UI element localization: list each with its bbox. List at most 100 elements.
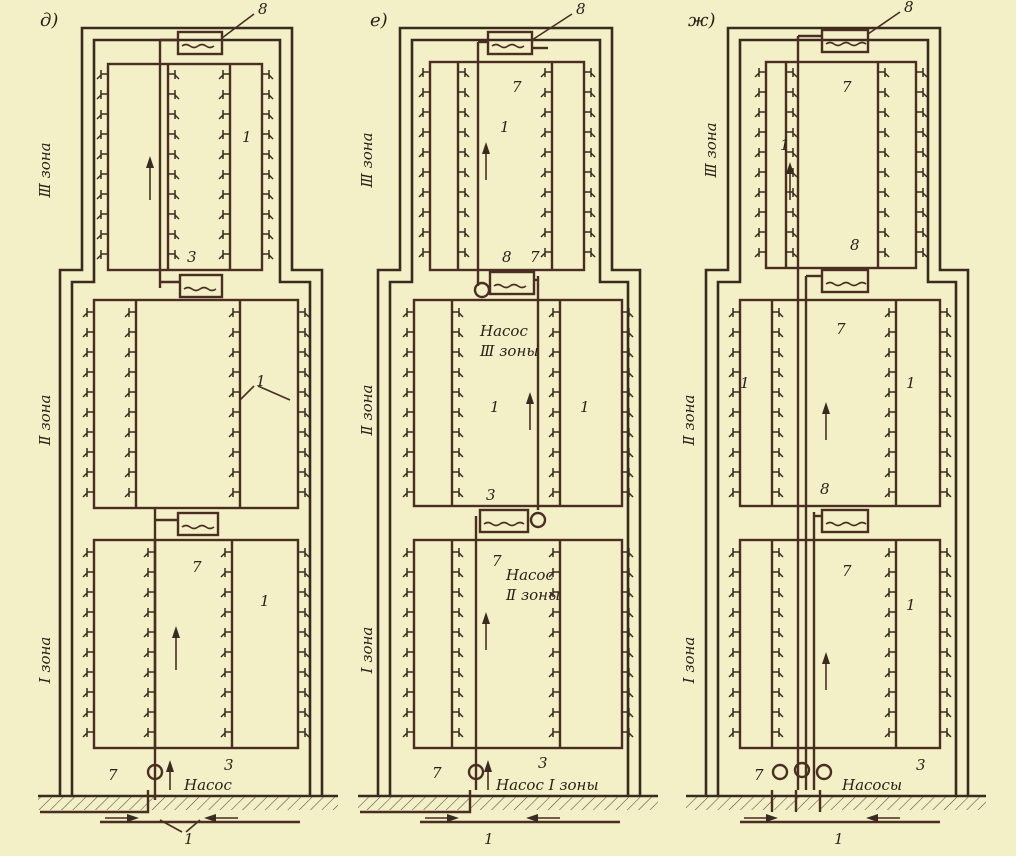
tap-fixture bbox=[220, 648, 232, 658]
tap-fixture bbox=[124, 348, 136, 358]
tap-fixture bbox=[772, 648, 784, 658]
zone-label: Ⅲ зона bbox=[702, 122, 720, 178]
tap-fixture bbox=[418, 108, 430, 118]
tap-fixture bbox=[940, 568, 952, 578]
tap-fixture bbox=[728, 608, 740, 618]
tap-fixture bbox=[884, 708, 896, 718]
flow-arrow bbox=[172, 626, 180, 670]
tap-fixture bbox=[168, 90, 180, 100]
panel-letter: ж) bbox=[688, 10, 715, 31]
tap-fixture bbox=[884, 428, 896, 438]
tap-fixture bbox=[96, 90, 108, 100]
callout: 3 bbox=[187, 248, 197, 266]
tap-fixture bbox=[418, 188, 430, 198]
tap-fixture bbox=[772, 608, 784, 618]
tap-fixture bbox=[622, 388, 634, 398]
building-outline bbox=[376, 26, 642, 795]
tap-fixture bbox=[452, 308, 464, 318]
tap-fixture bbox=[218, 110, 230, 120]
tap-fixture bbox=[548, 428, 560, 438]
tap-fixture bbox=[754, 128, 766, 138]
tap-fixture bbox=[622, 628, 634, 638]
tap-fixture bbox=[772, 448, 784, 458]
tap-fixture bbox=[458, 128, 470, 138]
tap-fixture bbox=[540, 68, 552, 78]
tap-fixture bbox=[728, 348, 740, 358]
tap-fixture bbox=[940, 728, 952, 738]
tap-fixture bbox=[878, 128, 890, 138]
panel-zh: ж) bbox=[680, 0, 986, 848]
tap-fixture bbox=[754, 88, 766, 98]
tap-fixture bbox=[452, 348, 464, 358]
tap-fixture bbox=[298, 448, 310, 458]
tap-fixture bbox=[458, 68, 470, 78]
flow-arrow bbox=[105, 814, 139, 822]
tap-fixture bbox=[452, 588, 464, 598]
tap-fixture bbox=[418, 68, 430, 78]
tap-fixture bbox=[262, 70, 274, 80]
tap-fixture bbox=[940, 548, 952, 558]
tap-fixture bbox=[298, 608, 310, 618]
tap-fixture bbox=[402, 448, 414, 458]
tap-fixture bbox=[772, 468, 784, 478]
tap-fixture bbox=[884, 488, 896, 498]
tap-fixture bbox=[96, 130, 108, 140]
tap-fixture bbox=[754, 108, 766, 118]
tap-fixture bbox=[916, 68, 928, 78]
tap-fixture bbox=[584, 228, 596, 238]
building-inner-outline bbox=[716, 38, 958, 795]
tap-fixture bbox=[82, 608, 94, 618]
tap-fixtures bbox=[728, 68, 952, 738]
tap-fixture bbox=[772, 428, 784, 438]
tap-fixture bbox=[548, 688, 560, 698]
callout: 1 bbox=[260, 592, 270, 610]
tap-fixture bbox=[418, 228, 430, 238]
tap-fixture bbox=[728, 708, 740, 718]
tap-fixture bbox=[298, 388, 310, 398]
tap-fixture bbox=[548, 468, 560, 478]
tap-fixture bbox=[884, 408, 896, 418]
tap-fixture bbox=[402, 468, 414, 478]
tap-fixture bbox=[916, 208, 928, 218]
pump-icon bbox=[146, 763, 164, 781]
panel-d: д) bbox=[36, 0, 338, 848]
tap-fixture bbox=[916, 88, 928, 98]
tap-fixture bbox=[220, 688, 232, 698]
tap-fixture bbox=[96, 190, 108, 200]
flow-arrow bbox=[526, 814, 560, 822]
tap-fixture bbox=[418, 148, 430, 158]
tap-fixture bbox=[786, 148, 798, 158]
tap-fixture bbox=[218, 190, 230, 200]
zone-label: Ⅰ зона bbox=[36, 637, 54, 685]
callout: 1 bbox=[500, 118, 510, 136]
tap-fixture bbox=[548, 568, 560, 578]
tap-fixture bbox=[168, 250, 180, 260]
tap-fixture bbox=[728, 388, 740, 398]
tap-fixture bbox=[298, 648, 310, 658]
tap-fixture bbox=[548, 708, 560, 718]
tap-fixture bbox=[452, 548, 464, 558]
zone-label: Ⅱ зона bbox=[680, 395, 698, 447]
tap-fixture bbox=[168, 150, 180, 160]
tap-fixture bbox=[82, 628, 94, 638]
zone2-loop bbox=[92, 298, 300, 510]
tap-fixture bbox=[458, 228, 470, 238]
tap-fixture bbox=[452, 688, 464, 698]
tap-fixture bbox=[262, 230, 274, 240]
tap-fixture bbox=[548, 348, 560, 358]
tap-fixture bbox=[622, 668, 634, 678]
tap-fixture bbox=[228, 308, 240, 318]
building-inner-outline bbox=[70, 38, 312, 795]
tap-fixture bbox=[452, 728, 464, 738]
tap-fixture bbox=[754, 148, 766, 158]
water-tank bbox=[820, 268, 870, 294]
callout: 1 bbox=[256, 372, 266, 390]
tap-fixture bbox=[940, 588, 952, 598]
tap-fixture bbox=[458, 248, 470, 258]
tap-fixture bbox=[878, 248, 890, 258]
tap-fixture bbox=[622, 568, 634, 578]
tap-fixture bbox=[218, 210, 230, 220]
tap-fixture bbox=[124, 408, 136, 418]
tap-fixture bbox=[168, 70, 180, 80]
tap-fixture bbox=[540, 128, 552, 138]
